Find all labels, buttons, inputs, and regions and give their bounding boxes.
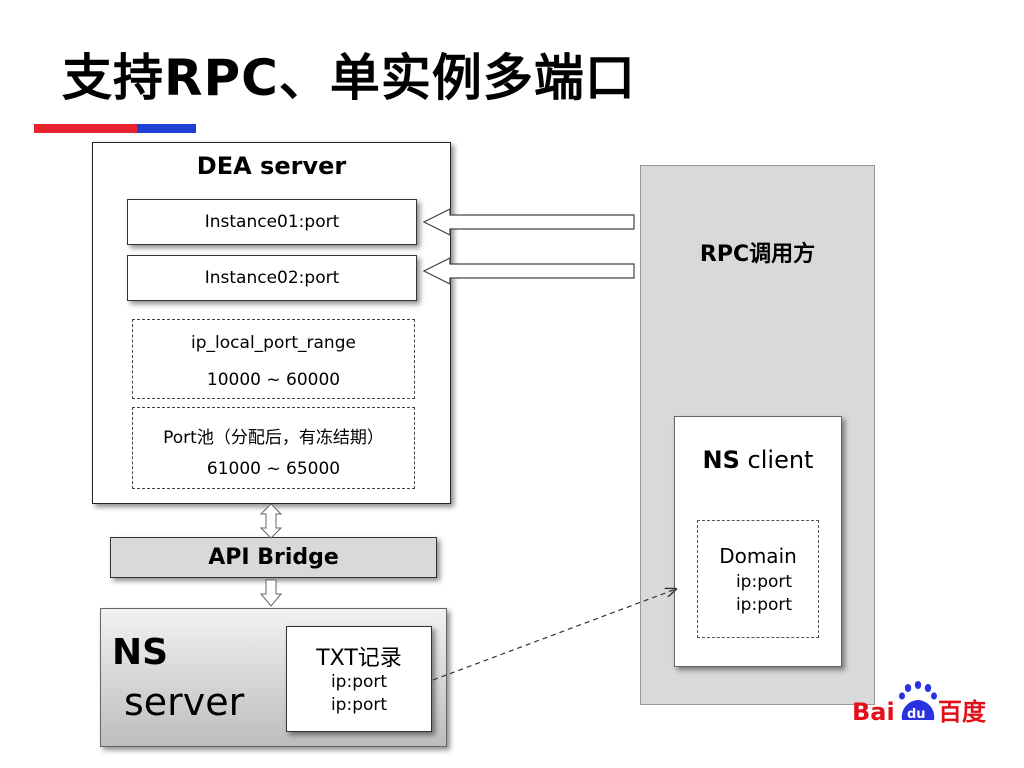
- txt-record-entry: ip:port: [330, 672, 388, 692]
- ns-server-label-server: server: [124, 680, 245, 724]
- ns-client-title: NS client: [674, 446, 842, 474]
- domain-entry: ip:port: [735, 572, 793, 592]
- txt-record-box: [286, 626, 432, 732]
- rpc-to-instance02-arrow: [422, 257, 635, 285]
- port-range-box: ip_local_port_range 10000 ~ 60000: [132, 319, 415, 399]
- txt-to-domain-dashed-arrow: [432, 589, 676, 681]
- domain-entry: ip:port: [735, 595, 793, 615]
- domain-title: Domain: [719, 544, 797, 568]
- baidu-logo-cn: 百度: [938, 698, 987, 726]
- api-bridge-label: API Bridge: [208, 545, 339, 570]
- dea-api-double-arrow: [259, 503, 283, 539]
- title-underline-blue: [137, 124, 196, 133]
- baidu-logo-latin: Bai: [852, 698, 895, 726]
- domain-box: [697, 520, 819, 638]
- port-pool-value: 61000 ~ 65000: [206, 459, 341, 479]
- rpc-to-instance01-arrow: [422, 208, 635, 236]
- instance-02-label: Instance02:port: [204, 268, 340, 288]
- ns-client-title-bold: NS: [702, 446, 740, 474]
- api-ns-down-arrow: [259, 579, 283, 607]
- port-pool-box: Port池（分配后，有冻结期） 61000 ~ 65000: [132, 407, 415, 489]
- api-bridge-box: API Bridge: [110, 537, 437, 578]
- rpc-caller-title: RPC调用方: [699, 242, 816, 267]
- instance-02-box: Instance02:port: [127, 255, 417, 301]
- dea-server-title: DEA server: [196, 152, 347, 180]
- ns-server-label-ns: NS: [112, 632, 169, 673]
- title-underline-red: [34, 124, 137, 133]
- baidu-logo-du: du: [907, 707, 926, 722]
- slide-title: 支持RPC、单实例多端口: [62, 49, 636, 107]
- txt-record-title: TXT记录: [316, 646, 402, 671]
- instance-01-label: Instance01:port: [204, 212, 340, 232]
- baidu-logo: Bai du 百度: [852, 681, 987, 726]
- instance-01-box: Instance01:port: [127, 199, 417, 245]
- port-pool-name: Port池（分配后，有冻结期）: [163, 428, 384, 448]
- txt-record-entry: ip:port: [330, 695, 388, 715]
- port-range-name: ip_local_port_range: [191, 333, 356, 353]
- port-range-value: 10000 ~ 60000: [206, 370, 341, 390]
- ns-client-title-rest: client: [739, 446, 814, 474]
